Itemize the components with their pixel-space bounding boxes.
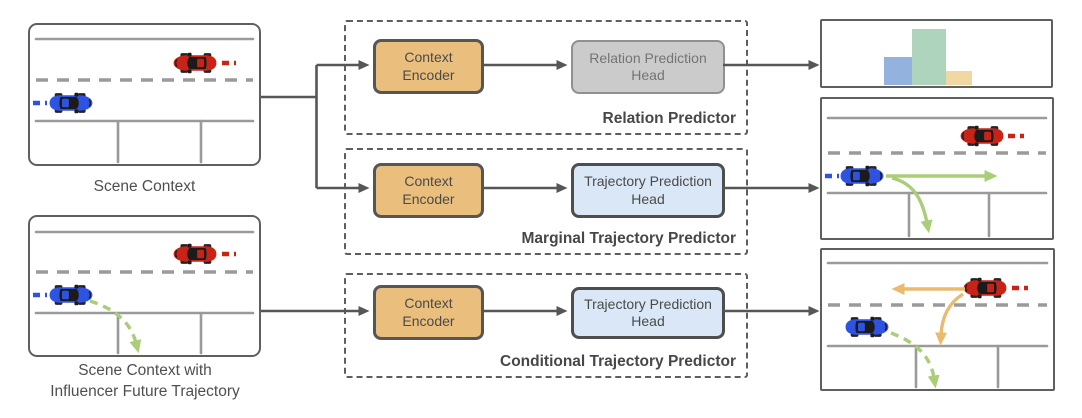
marginal-output-panel [820, 97, 1054, 240]
influencer-future-trajectory-arrow [89, 299, 142, 354]
red-car-icon [172, 243, 218, 265]
relation-probability-bar-2 [946, 71, 972, 85]
relation-predictor-label: Relation Predictor [602, 110, 737, 127]
blue-car-icon [844, 316, 890, 338]
trajectory-prediction-head-node: Trajectory Prediction Head [571, 163, 725, 218]
caption-line-1: Scene Context with [78, 362, 212, 379]
context-encoder-node: Context Encoder [373, 285, 484, 340]
relation-probability-bar-1 [912, 29, 946, 85]
scene-context-influencer-drawing [33, 230, 255, 355]
red-car-icon [172, 52, 218, 74]
caption-line-2: Influencer Future Trajectory [50, 383, 240, 401]
scene-context-drawing [33, 37, 255, 164]
marginal-output-drawing [825, 116, 1048, 238]
scene-context-influencer-caption: Scene Context with Influencer Future Tra… [10, 360, 280, 403]
scene-context-influencer-panel [28, 215, 261, 357]
predicted-trajectory-turn-arrow [891, 176, 933, 234]
influencer-future-trajectory-arrow [890, 331, 940, 389]
relation-probability-bar-0 [884, 57, 912, 85]
context-encoder-node: Context Encoder [373, 39, 484, 94]
blue-car-icon [48, 284, 94, 306]
context-encoder-node: Context Encoder [373, 163, 484, 218]
blue-car-icon [48, 92, 94, 114]
conditional-output-panel [820, 248, 1055, 391]
conditional-trajectory-predictor-label: Conditional Trajectory Predictor [500, 353, 736, 370]
scene-context-panel [28, 23, 261, 166]
trajectory-prediction-head-node: Trajectory Prediction Head [571, 287, 725, 339]
context-encoder-label: Context Encoder [402, 295, 455, 329]
conditional-trajectory-predictor-box: Context Encoder Trajectory Prediction He… [344, 273, 748, 378]
red-car-icon [959, 125, 1005, 147]
trajectory-prediction-head-label: Trajectory Prediction Head [584, 173, 712, 207]
relation-prediction-head-label: Relation Prediction Head [589, 49, 707, 84]
marginal-trajectory-predictor-box: Context Encoder Trajectory Prediction He… [344, 148, 748, 255]
relation-output-panel [820, 19, 1053, 88]
red-car-icon [962, 277, 1008, 299]
relation-predictor-box: Context Encoder Relation Prediction Head… [344, 20, 748, 135]
marginal-trajectory-predictor-label: Marginal Trajectory Predictor [521, 230, 737, 247]
relation-prediction-head-node: Relation Prediction Head [571, 40, 725, 94]
conditional-trajectory-turn-arrow [935, 292, 964, 346]
relation-bar-chart [884, 29, 972, 85]
scene-context-caption: Scene Context [93, 178, 196, 195]
trajectory-prediction-head-label: Trajectory Prediction Head [584, 295, 712, 330]
blue-car-icon [839, 165, 885, 187]
conditional-output-drawing [826, 261, 1049, 389]
context-encoder-label: Context Encoder [402, 49, 455, 83]
context-encoder-label: Context Encoder [402, 173, 455, 207]
